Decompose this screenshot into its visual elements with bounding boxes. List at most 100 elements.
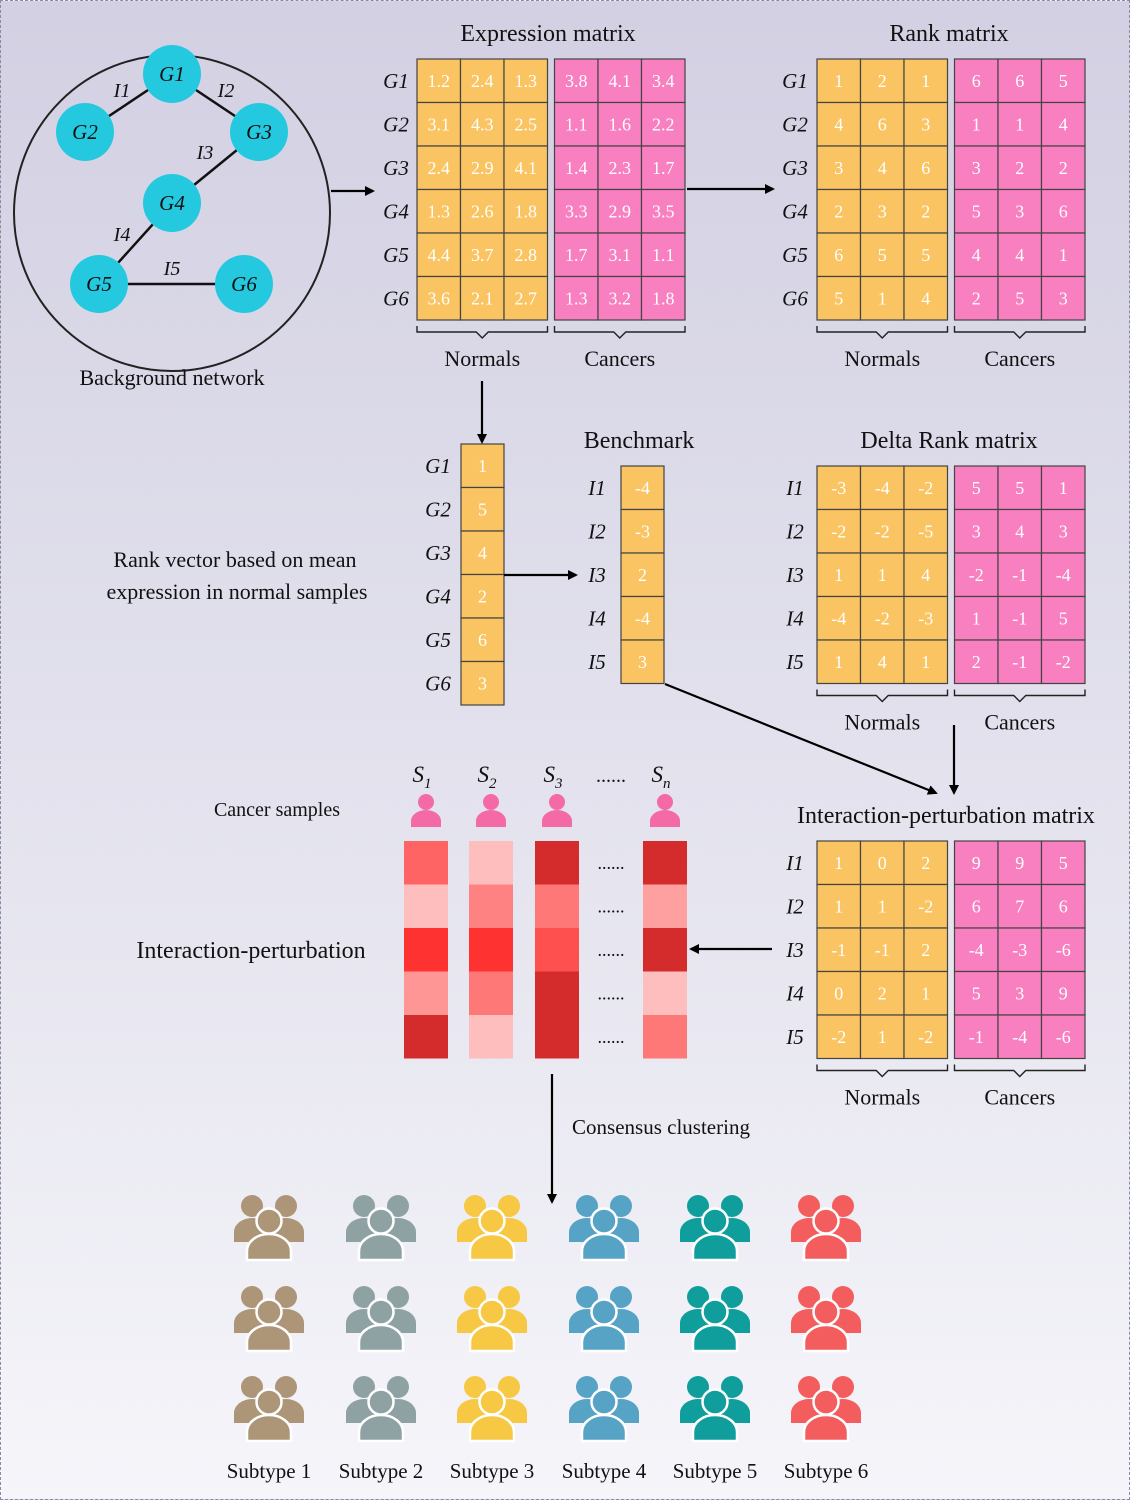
cell-value: 3.6 [428,288,451,308]
cell-value: 2.9 [609,201,632,221]
patient-group-icon [457,1195,527,1262]
cell-value: 1.6 [609,114,632,134]
matrix-cell [597,58,643,104]
patient-group-icon [569,1376,639,1443]
patient-group-icon [346,1286,416,1353]
sample-label: Sn [652,762,671,792]
matrix-cell [1040,101,1086,147]
cell-value: 1 [834,652,843,672]
cell-value: 3 [478,673,487,693]
cell-value: 3.5 [652,201,675,221]
matrix-cell [859,927,905,973]
heat-cell [535,971,579,1015]
sample-label: S1 [413,762,432,792]
cell-value: -4 [1012,1027,1027,1047]
cell-value: 4 [921,288,930,308]
matrix-cell [459,145,505,191]
cell-value: -2 [969,565,984,585]
cell-value: -5 [918,521,933,541]
row-label: G1 [782,69,808,93]
cell-value: 4.1 [515,158,538,178]
matrix-cell [903,145,949,191]
cell-value: 1.7 [565,245,588,265]
matrix-cell [953,927,999,973]
cell-value: 2 [972,652,981,672]
cell-value: 5 [834,288,843,308]
matrix-cell [903,883,949,929]
cell-value: 9 [1015,853,1024,873]
matrix-cell [997,101,1043,147]
matrix-cell [953,552,999,598]
group-label: Normals [444,346,520,371]
cell-value: 1 [1015,114,1024,134]
matrix-cell [416,145,462,191]
cell-value: -1 [1012,608,1027,628]
cell-value: 1 [834,853,843,873]
edge-label: I1 [113,80,131,102]
cell-value: -1 [1012,652,1027,672]
matrix-cell [997,639,1043,685]
cell-value: -2 [875,521,890,541]
cell-value: 1.3 [428,201,451,221]
cell-value: 1.4 [565,158,588,178]
vector-cell [460,660,505,706]
matrix-cell [997,58,1043,104]
group-brace [953,326,1086,339]
row-label: I4 [785,606,804,630]
matrix-cell [553,232,599,278]
heat-cell [469,971,513,1015]
patient-group-icon [791,1195,861,1262]
matrix-cell [903,275,949,321]
heat-cell [643,884,687,928]
cell-value: 6 [1059,896,1068,916]
matrix-cell [953,232,999,278]
cell-value: 1 [834,71,843,91]
row-label: I1 [587,476,606,500]
matrix-cell [640,232,686,278]
cell-value: 1.2 [428,71,451,91]
patient-group-icon [569,1286,639,1353]
cell-value: 2 [878,983,887,1003]
cell-value: 4.4 [428,245,451,265]
sample-label: S2 [478,762,498,792]
interaction-perturbation-label: Interaction-perturbation [136,938,365,964]
consensus-clustering-label: Consensus clustering [572,1115,750,1139]
matrix-cell [640,145,686,191]
cell-value: 7 [1015,896,1024,916]
matrix-cell [459,275,505,321]
cell-value: -4 [635,478,650,498]
patient-group-icon [569,1195,639,1262]
network-node [143,45,201,103]
heat-cell [535,928,579,972]
row-label: G2 [383,112,409,136]
cell-value: 4 [878,158,887,178]
matrix-cell [1040,508,1086,554]
cell-value: -3 [918,608,933,628]
network-node [70,255,128,313]
row-label: G3 [383,156,409,180]
edge-label: I2 [217,80,235,102]
heat-ellipsis: ...... [598,940,625,960]
node-label: G2 [72,120,98,144]
group-brace [816,1064,949,1078]
cell-value: -3 [831,478,846,498]
cancer-samples-label: Cancer samples [214,799,340,821]
cell-value: 1.3 [565,288,588,308]
row-label: G1 [425,454,451,478]
cell-value: 6 [478,630,487,650]
matrix-cell [816,232,862,278]
group-brace [553,326,686,339]
interaction-perturbation-matrix-title: Interaction-perturbation matrix [797,803,1095,829]
cell-value: 2 [834,201,843,221]
vector-cell [620,639,665,685]
cell-value: 1.1 [565,114,588,134]
cell-value: -4 [1056,565,1071,585]
matrix-cell [503,145,549,191]
cell-value: 5 [1059,853,1068,873]
node-label: G3 [246,120,272,144]
cell-value: 1 [972,608,981,628]
cell-value: 4.3 [471,114,494,134]
